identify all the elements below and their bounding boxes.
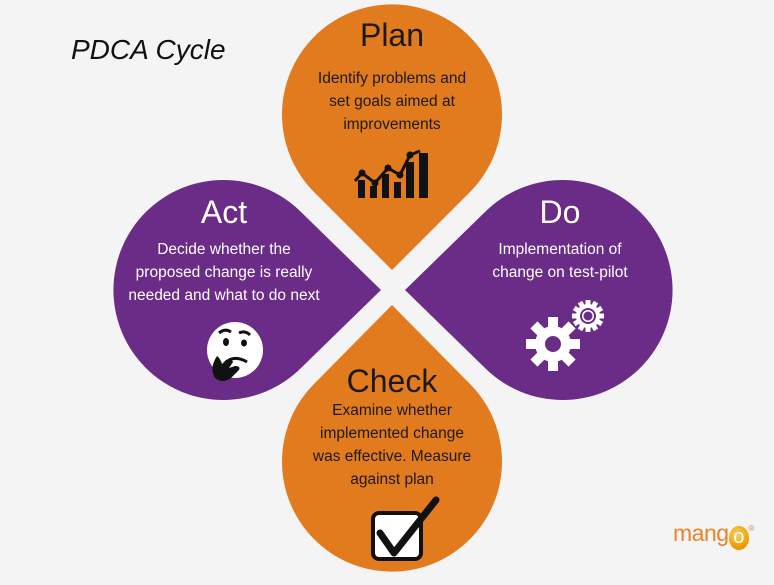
- check-line: implemented change: [320, 425, 464, 442]
- act-line: Decide whether the: [157, 241, 291, 258]
- act-line: needed and what to do next: [128, 287, 320, 304]
- plan-line: improvements: [343, 116, 441, 133]
- do-label: Do Implementation of change on test-pilo…: [450, 194, 670, 284]
- check-drop: [282, 305, 502, 572]
- check-label: Check Examine whether implemented change…: [282, 363, 502, 491]
- logo-text: mang: [673, 520, 729, 546]
- logo-registered: ®: [748, 524, 755, 533]
- check-heading: Check: [346, 363, 438, 399]
- plan-heading: Plan: [359, 17, 425, 53]
- plan-description: Identify problems and set goals aimed at…: [282, 67, 502, 136]
- act-line: proposed change is really: [135, 264, 313, 281]
- act-heading: Act: [200, 194, 248, 230]
- check-line: against plan: [350, 471, 434, 488]
- do-description: Implementation of change on test-pilot: [450, 238, 670, 284]
- check-line: was effective. Measure: [312, 448, 472, 465]
- act-label: Act Decide whether the proposed change i…: [114, 194, 334, 307]
- do-line: change on test-pilot: [492, 264, 628, 281]
- plan-line: Identify problems and: [317, 70, 467, 87]
- checkbox-checked-icon: [371, 496, 440, 561]
- do-drop: [405, 179, 673, 400]
- plan-label: Plan Identify problems and set goals aim…: [282, 17, 502, 136]
- logo-mango-icon: o: [728, 526, 749, 550]
- plan-line: set goals aimed at: [329, 93, 455, 110]
- check-description: Examine whether implemented change was e…: [282, 399, 502, 491]
- thinking-face-icon: [207, 322, 263, 381]
- plan-drop: [282, 4, 502, 271]
- do-line: Implementation of: [498, 241, 622, 258]
- check-line: Examine whether: [332, 402, 452, 419]
- act-drop: [113, 179, 381, 400]
- bar-chart-trend-icon: [353, 149, 428, 198]
- diagram-title: PDCA Cycle: [71, 34, 226, 65]
- do-heading: Do: [539, 194, 581, 230]
- gears-icon: [526, 300, 604, 371]
- act-description: Decide whether the proposed change is re…: [114, 238, 334, 307]
